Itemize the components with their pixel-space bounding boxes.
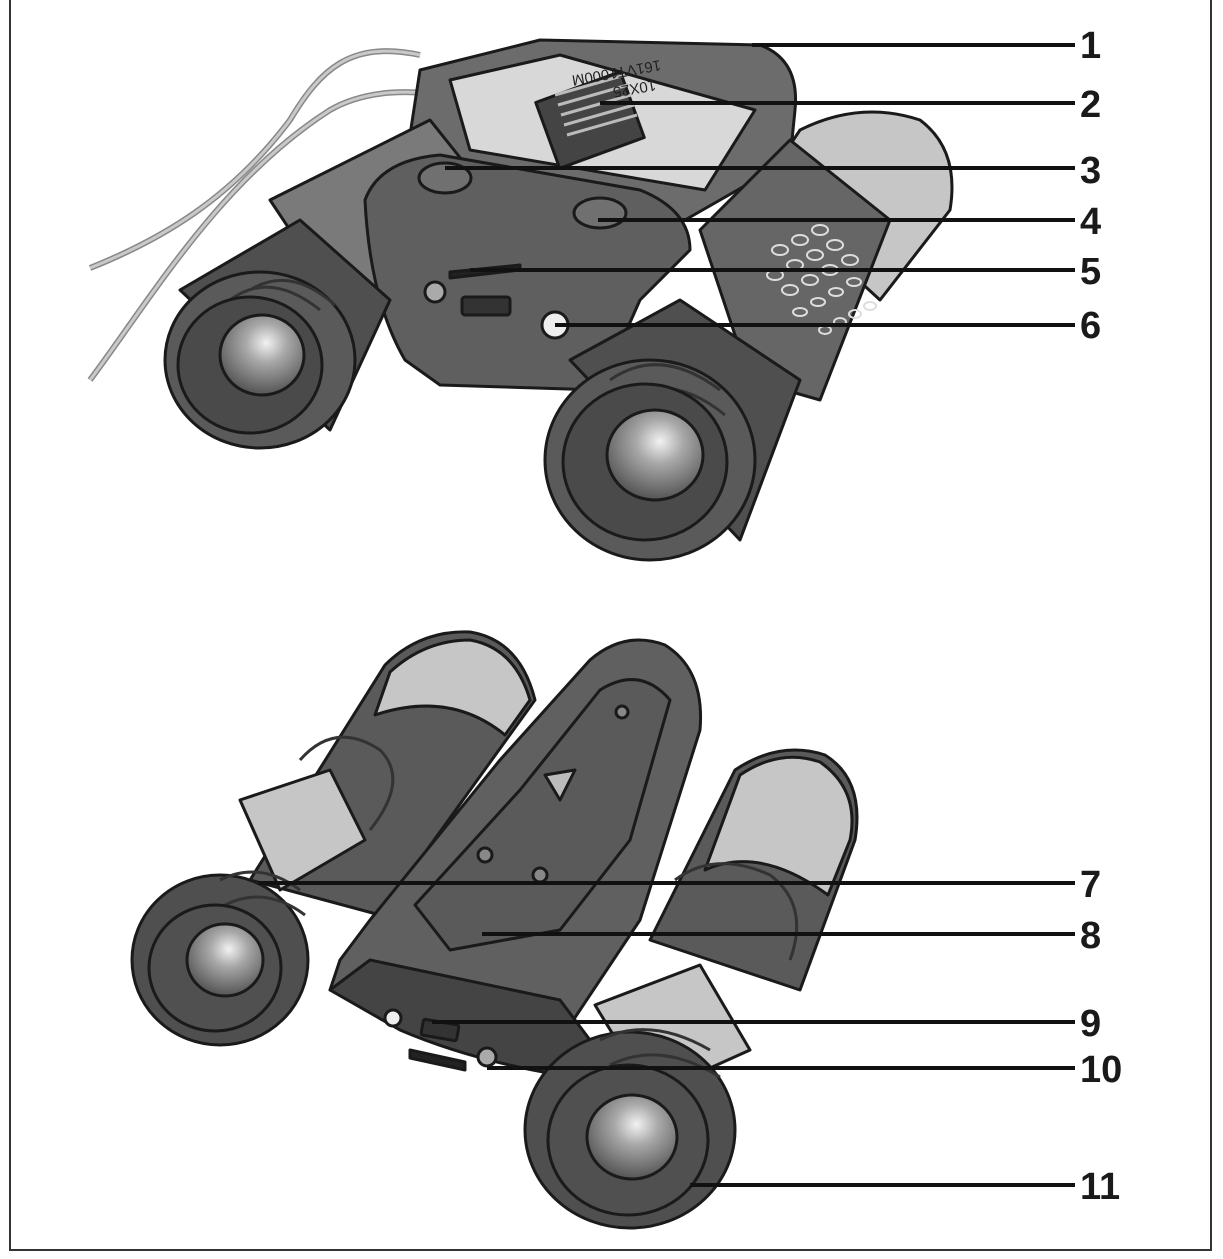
callout-4: 4	[1080, 201, 1101, 243]
left-eyepiece-bottom	[130, 870, 310, 1047]
mode-button	[572, 196, 628, 230]
right-eyepiece-bottom	[523, 1028, 737, 1230]
rear-indicator	[476, 1046, 498, 1068]
callout-6: 6	[1080, 305, 1101, 347]
right-eyepiece-top	[543, 298, 802, 562]
callout-2: 2	[1080, 84, 1101, 126]
callout-labels: 1 2 3 4 5 6 7 8 9 10 11	[1080, 25, 1122, 1208]
usb-port	[460, 295, 512, 317]
bottom-view	[130, 630, 859, 1230]
callout-10: 10	[1080, 1049, 1122, 1091]
speaker-grille	[766, 224, 877, 335]
callout-9: 9	[1080, 1003, 1101, 1045]
callout-11: 11	[1080, 1166, 1120, 1208]
rear-led	[383, 1008, 403, 1028]
leader-lines	[258, 43, 1075, 1187]
top-view: 10X25 161VT1000M	[87, 38, 954, 562]
callout-7: 7	[1080, 864, 1101, 906]
left-eyepiece-top	[163, 218, 392, 450]
callout-8: 8	[1080, 915, 1101, 957]
callout-1: 1	[1080, 25, 1101, 67]
figure-frame	[9, 0, 1212, 1251]
shutter-button	[417, 161, 473, 195]
callout-3: 3	[1080, 150, 1101, 192]
callout-5: 5	[1080, 251, 1101, 293]
led-indicator	[423, 280, 447, 304]
